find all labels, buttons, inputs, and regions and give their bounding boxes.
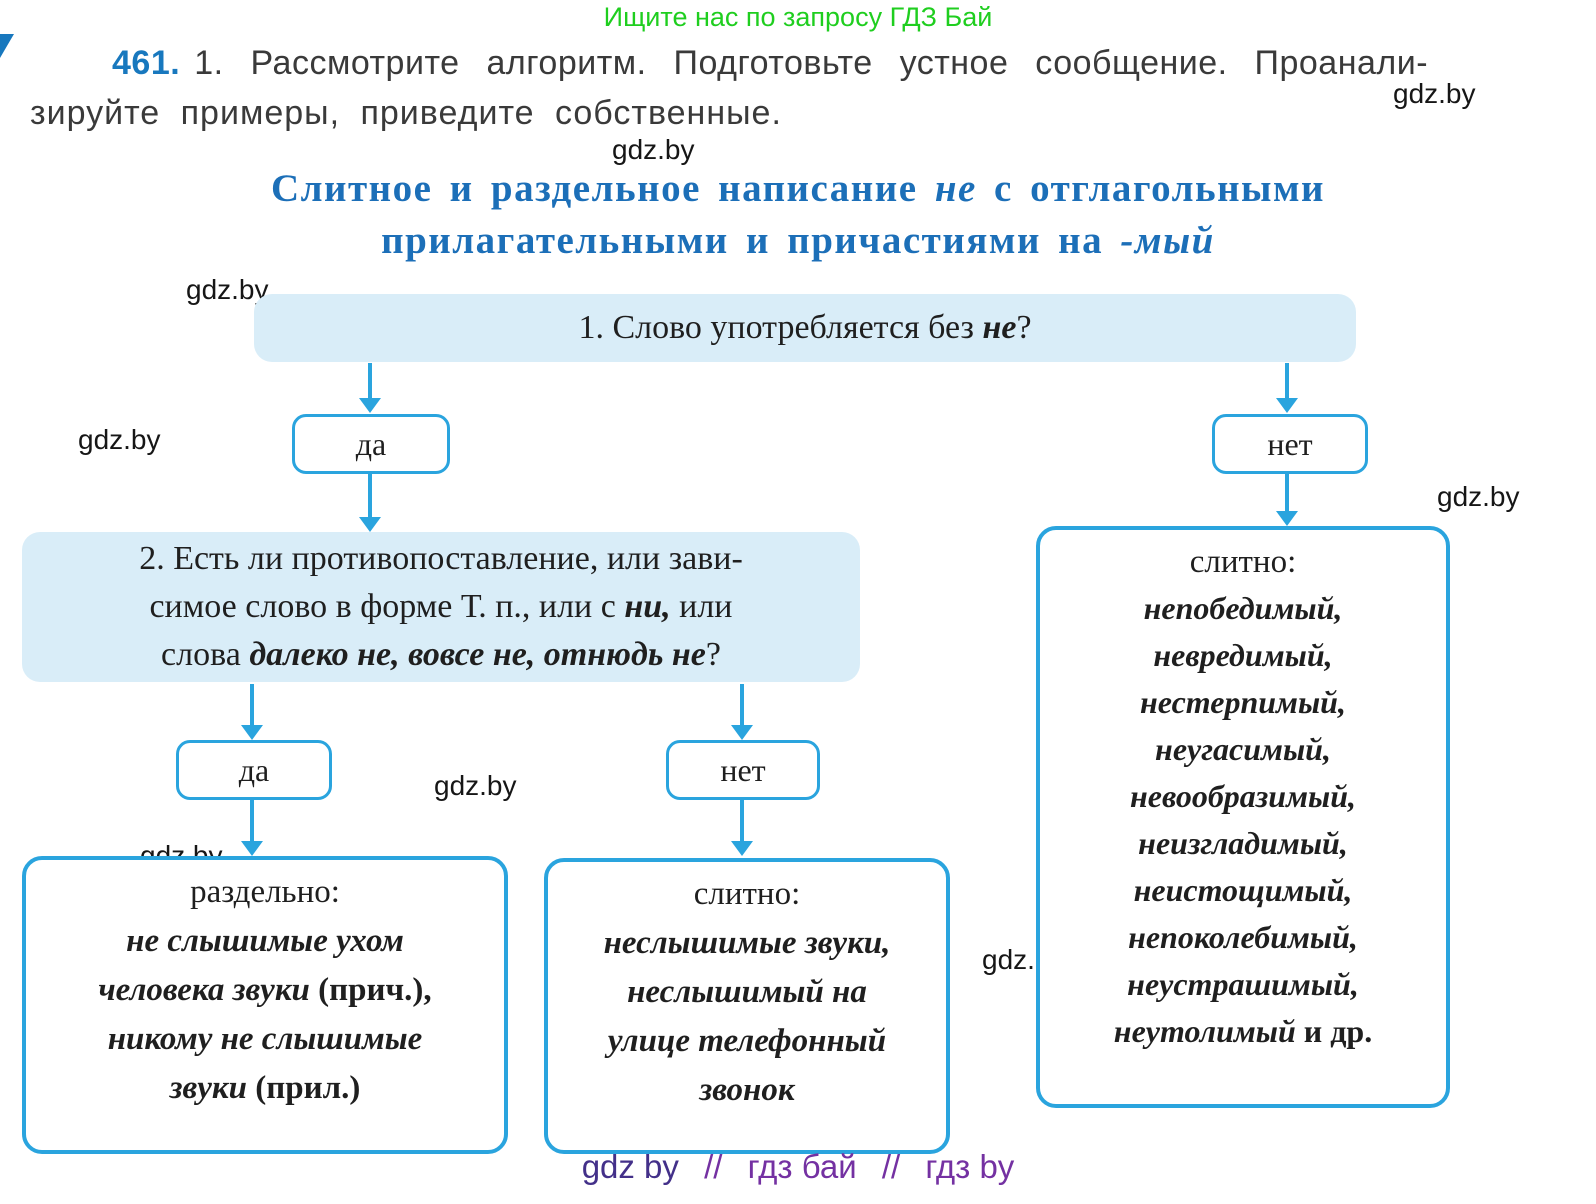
choice-yes-1: да — [292, 414, 450, 474]
footer-gdz-bai: гдз бай — [747, 1148, 857, 1185]
algorithm-title-line2: прилагательными и причастиями на -мый — [0, 218, 1596, 263]
result-together-small-box: слитно: неслышимые звуки, неслышимый на … — [544, 858, 950, 1154]
example-line: звуки (прил.) — [169, 1070, 361, 1106]
word-line-last: неутолимый и др. — [1113, 1013, 1373, 1049]
watermark-gdzby: gdz.by — [78, 424, 161, 455]
arrow-q1-to-no1 — [1276, 363, 1298, 413]
result-together-small-header: слитно: — [693, 876, 801, 912]
example-line: человека звуки (прич.), — [98, 972, 432, 1008]
example-line: звонок — [699, 1072, 795, 1108]
arrow-no1-to-result — [1276, 472, 1298, 526]
example-line: неслышимые звуки, — [603, 925, 891, 961]
word-line: неустрашимый, — [1127, 966, 1359, 1002]
result-together-small-examples: неслышимые звуки, неслышимый на улице те… — [548, 919, 946, 1115]
result-separate-examples: не слышимые ухом человека звуки (прич.),… — [26, 917, 504, 1113]
q2-line1: 2. Есть ли противопоставление, или зави- — [139, 540, 743, 577]
watermark-gdzby: gdz.by — [612, 134, 695, 165]
arrow-no2-to-together — [731, 798, 753, 856]
watermark-gdzby: gdz.by — [186, 274, 269, 305]
title-italic-ne: не — [934, 167, 977, 210]
arrow-yes2-to-separate — [241, 798, 263, 856]
arrow-q2-to-no2 — [731, 684, 753, 740]
choice-yes-2: да — [176, 740, 332, 800]
footer-separator: // — [881, 1148, 901, 1185]
word-line: неугасимый, — [1155, 731, 1331, 767]
title-text: Слитное и раздельное написание — [270, 167, 935, 210]
title-italic-myj: -мый — [1120, 219, 1215, 262]
question2-box: 2. Есть ли противопоставление, или зави-… — [22, 532, 860, 682]
q1-prefix: 1. Слово употребляется без — [578, 309, 983, 346]
word-line: нестерпимый, — [1140, 684, 1346, 720]
promo-banner: Ищите нас по запросу ГДЗ Бай — [603, 2, 993, 32]
result-together-large-words: непобедимый, невредимый, нестерпимый, не… — [1040, 585, 1446, 1055]
word-line: непоколебимый, — [1128, 919, 1358, 955]
choice-no-1: нет — [1212, 414, 1368, 474]
task-text-line1: 461. 1. Рассмотрите алгоритм. Подготовьте… — [112, 44, 1562, 83]
footer-watermark-line: gdz by // гдз бай // гдз by — [0, 1148, 1596, 1186]
watermark-gdzby: gdz.by — [1437, 481, 1520, 512]
watermark-gdzby: gdz.by — [434, 770, 517, 801]
result-separate-header: раздельно: — [190, 874, 340, 910]
title-text: прилагательными и причастиями на — [381, 219, 1121, 262]
arrow-yes1-to-q2 — [359, 472, 381, 532]
watermark-gdzby: gdz.by — [1393, 78, 1476, 109]
footer-gdz-by-latin: gdz by — [581, 1148, 679, 1185]
footer-gdz-by-mixed: гдз by — [925, 1148, 1015, 1185]
task-text-line2: зируйте примеры, приведите собственные. — [30, 94, 782, 132]
task-sentence-1: 1. Рассмотрите алгоритм. Подготовьте уст… — [194, 44, 1429, 82]
example-line: не слышимые ухом — [126, 923, 404, 959]
q1-suffix: ? — [1016, 309, 1032, 346]
word-line: непобедимый, — [1143, 590, 1343, 626]
algorithm-title-line1: Слитное и раздельное написание не с отгл… — [0, 166, 1596, 211]
exercise-number: 461. — [112, 44, 181, 82]
page-edge-mark — [0, 34, 14, 58]
question1-box: 1. Слово употребляется без не? — [254, 294, 1356, 362]
q1-emphasis-ne: не — [982, 309, 1017, 346]
word-line: неистощимый, — [1133, 872, 1353, 908]
word-line: неизгладимый, — [1138, 825, 1348, 861]
question1-text: 1. Слово употребляется без не? — [578, 309, 1031, 347]
choice-no-2: нет — [666, 740, 820, 800]
example-line: никому не слышимые — [107, 1021, 423, 1057]
title-text: с отглагольными — [976, 167, 1326, 210]
question2-text: 2. Есть ли противопоставление, или зави-… — [139, 535, 743, 679]
example-line: улице телефонный — [607, 1023, 887, 1059]
q2-line2: симое слово в форме Т. п., или с ни, или — [149, 588, 733, 625]
result-together-large-box: слитно: непобедимый, невредимый, нестерп… — [1036, 526, 1450, 1108]
example-line: неслышимый на — [627, 974, 867, 1010]
arrow-q1-to-yes1 — [359, 363, 381, 413]
q2-line3: слова далеко не, вовсе не, отнюдь не? — [161, 636, 721, 673]
arrow-q2-to-yes2 — [241, 684, 263, 740]
word-line: невообразимый, — [1129, 778, 1356, 814]
footer-separator: // — [704, 1148, 723, 1185]
result-together-large-header: слитно: — [1189, 544, 1297, 580]
result-separate-box: раздельно: не слышимые ухом человека зву… — [22, 856, 508, 1154]
word-line: невредимый, — [1153, 637, 1333, 673]
